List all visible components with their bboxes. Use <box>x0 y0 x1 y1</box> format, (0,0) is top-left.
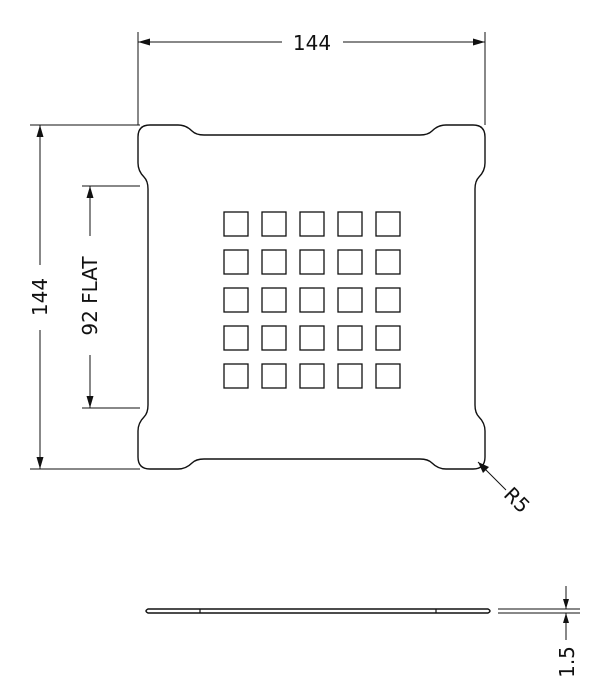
width-dimension: 144 <box>137 31 486 125</box>
height-arrow-top <box>36 125 44 137</box>
drain-hole <box>299 287 325 313</box>
flat-dimension: 92 FLAT <box>78 185 140 409</box>
drain-hole <box>337 287 363 313</box>
drain-hole <box>375 211 401 237</box>
width-dimension-label: 144 <box>293 31 331 55</box>
width-arrow-right <box>473 38 485 46</box>
flat-arrow-top <box>86 186 94 198</box>
drain-hole <box>223 211 249 237</box>
drain-hole <box>299 211 325 237</box>
plate-side-profile <box>145 608 491 614</box>
drain-hole <box>299 249 325 275</box>
thickness-arrow-top <box>563 599 569 609</box>
drain-hole <box>337 249 363 275</box>
drain-hole <box>299 363 325 389</box>
drain-hole <box>337 211 363 237</box>
drain-hole <box>261 363 287 389</box>
drain-hole <box>375 249 401 275</box>
drain-hole <box>261 249 287 275</box>
height-arrow-bottom <box>36 457 44 469</box>
thickness-dimension-label: 1.5 <box>555 646 579 678</box>
side-view: 1.5 <box>145 586 580 678</box>
flat-arrow-bottom <box>86 396 94 408</box>
corner-radius-label: R5 <box>499 482 535 518</box>
drain-hole <box>299 325 325 351</box>
drain-hole <box>223 249 249 275</box>
height-dimension-label: 144 <box>28 278 52 316</box>
drain-hole <box>223 325 249 351</box>
drain-hole <box>337 363 363 389</box>
drain-hole <box>223 287 249 313</box>
drain-hole-grid <box>223 211 401 389</box>
drain-hole <box>223 363 249 389</box>
drain-hole <box>375 363 401 389</box>
corner-radius-callout: R5 <box>477 461 535 518</box>
radius-arrow <box>478 462 489 473</box>
drain-hole <box>261 211 287 237</box>
drain-hole <box>261 287 287 313</box>
drain-hole <box>261 325 287 351</box>
drain-hole <box>375 325 401 351</box>
thickness-arrow-bottom <box>563 613 569 623</box>
drain-hole <box>337 325 363 351</box>
drain-hole <box>375 287 401 313</box>
height-dimension: 144 <box>28 124 140 470</box>
width-arrow-left <box>138 38 150 46</box>
flat-dimension-label: 92 FLAT <box>78 256 102 336</box>
